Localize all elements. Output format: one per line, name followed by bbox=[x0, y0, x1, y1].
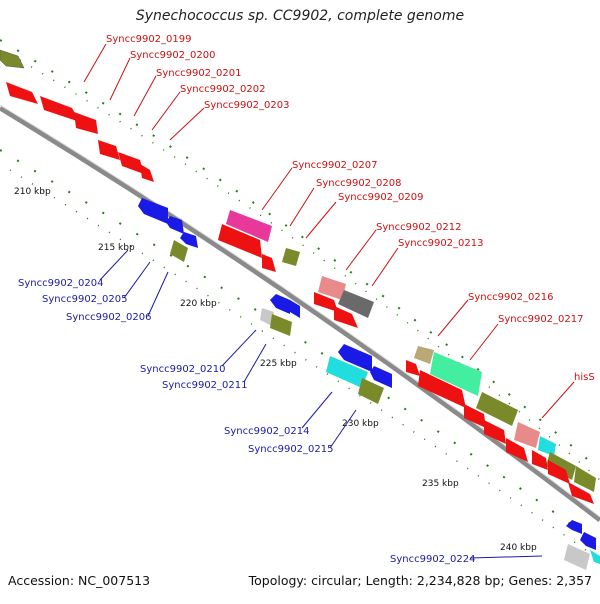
accession-text: Accession: NC_007513 bbox=[8, 573, 151, 588]
gene-arrow bbox=[532, 450, 548, 470]
gene-label[interactable]: Syncc9902_0199 bbox=[106, 34, 192, 45]
gene-arrow bbox=[574, 466, 596, 492]
map-title: Synechococcus sp. CC9902, complete genom… bbox=[135, 8, 465, 24]
gene-label[interactable]: Syncc9902_0208 bbox=[316, 178, 402, 189]
gene-arrow bbox=[40, 96, 80, 122]
gene-arrow bbox=[548, 460, 570, 484]
gene-arrow bbox=[138, 198, 168, 224]
gene-arrow bbox=[260, 308, 274, 326]
gene-label[interactable]: Syncc9902_0203 bbox=[204, 100, 290, 111]
gene-arrow bbox=[566, 520, 582, 534]
gene-label[interactable]: Syncc9902_0200 bbox=[130, 50, 216, 61]
scale-label: 240 kbp bbox=[500, 543, 537, 553]
gene-arrow bbox=[140, 164, 154, 182]
gene-arrow bbox=[6, 82, 38, 104]
gene-arrow bbox=[564, 544, 590, 570]
tick-row-outer bbox=[0, 39, 600, 471]
gene-arrow bbox=[484, 420, 506, 444]
gene-arrow bbox=[476, 392, 518, 426]
gene-arrow bbox=[338, 290, 374, 318]
gene-arrow bbox=[218, 224, 262, 258]
gene-arrow bbox=[326, 356, 368, 388]
gene-arrow bbox=[514, 422, 540, 448]
gene-label[interactable]: Syncc9902_0217 bbox=[498, 314, 584, 325]
gene-arrow bbox=[370, 366, 392, 388]
genome-summary-text: Topology: circular; Length: 2,234,828 bp… bbox=[248, 573, 592, 588]
gene-arrow bbox=[262, 254, 276, 272]
scale-label: 210 kbp bbox=[14, 187, 51, 197]
gene-label[interactable]: Syncc9902_0216 bbox=[468, 292, 554, 303]
scale-label: 235 kbp bbox=[422, 479, 459, 489]
scale-label: 215 kbp bbox=[98, 243, 135, 253]
gene-label[interactable]: Syncc9902_0214 bbox=[224, 426, 310, 437]
gene-label[interactable]: Syncc9902_0212 bbox=[376, 222, 462, 233]
gene-arrow bbox=[464, 404, 486, 428]
gene-label[interactable]: Syncc9902_0211 bbox=[162, 380, 248, 391]
gene-arrow bbox=[334, 306, 358, 328]
gene-label[interactable]: Syncc9902_0224 bbox=[390, 554, 476, 565]
gene-arrow bbox=[314, 292, 338, 312]
gene-arrow bbox=[318, 276, 346, 300]
gene-arrow bbox=[358, 378, 384, 404]
gene-arrow bbox=[180, 232, 198, 248]
gene-arrow bbox=[546, 452, 576, 480]
scale-label: 220 kbp bbox=[180, 299, 217, 309]
gene-arrow bbox=[226, 210, 272, 242]
gene-arrow bbox=[418, 370, 466, 408]
gene-arrow bbox=[270, 314, 292, 336]
gene-label[interactable]: Syncc9902_0205 bbox=[42, 294, 128, 305]
gene-label[interactable]: Syncc9902_0210 bbox=[140, 364, 226, 375]
gene-arrow bbox=[290, 300, 300, 318]
gene-label[interactable]: Syncc9902_0204 bbox=[18, 278, 104, 289]
gene-label[interactable]: Syncc9902_0206 bbox=[66, 312, 152, 323]
gene-arrow bbox=[98, 140, 120, 160]
gene-arrow bbox=[414, 346, 434, 364]
gene-arrow bbox=[568, 482, 594, 504]
gene-arrow bbox=[74, 112, 98, 134]
gene-arrow bbox=[166, 216, 184, 234]
scale-label: 225 kbp bbox=[260, 359, 297, 369]
gene-label[interactable]: Syncc9902_0201 bbox=[156, 68, 242, 79]
gene-arrow bbox=[270, 294, 290, 314]
gene-arrow bbox=[506, 438, 528, 462]
gene-label[interactable]: Syncc9902_0213 bbox=[398, 238, 484, 249]
scale-label: 230 kbp bbox=[342, 419, 379, 429]
gene-arrow bbox=[282, 248, 300, 266]
reverse-genes bbox=[138, 198, 600, 570]
gene-label[interactable]: Syncc9902_0215 bbox=[248, 444, 334, 455]
reverse-gene-labels: Syncc9902_0204 Syncc9902_0205 Syncc9902_… bbox=[18, 278, 476, 565]
minor-tick-rows bbox=[9, 59, 600, 561]
gene-label[interactable]: Syncc9902_0207 bbox=[292, 160, 378, 171]
forward-gene-labels: Syncc9902_0199 Syncc9902_0200 Syncc9902_… bbox=[106, 34, 595, 383]
gene-label[interactable]: hisS bbox=[574, 372, 595, 383]
gene-arrow bbox=[338, 344, 372, 372]
gene-arrow bbox=[430, 352, 482, 396]
gene-arrow bbox=[538, 436, 556, 456]
forward-leader-lines bbox=[83, 43, 575, 419]
gene-arrow bbox=[0, 49, 25, 69]
gene-arrow bbox=[406, 360, 420, 376]
gene-label[interactable]: Syncc9902_0209 bbox=[338, 192, 424, 203]
gene-arrow bbox=[170, 240, 188, 262]
forward-genes bbox=[0, 49, 596, 504]
gene-label[interactable]: Syncc9902_0202 bbox=[180, 84, 266, 95]
gene-arrow bbox=[590, 550, 600, 564]
gene-arrow bbox=[580, 532, 596, 550]
reverse-leader-lines bbox=[99, 249, 543, 559]
gene-arrow bbox=[118, 152, 144, 174]
